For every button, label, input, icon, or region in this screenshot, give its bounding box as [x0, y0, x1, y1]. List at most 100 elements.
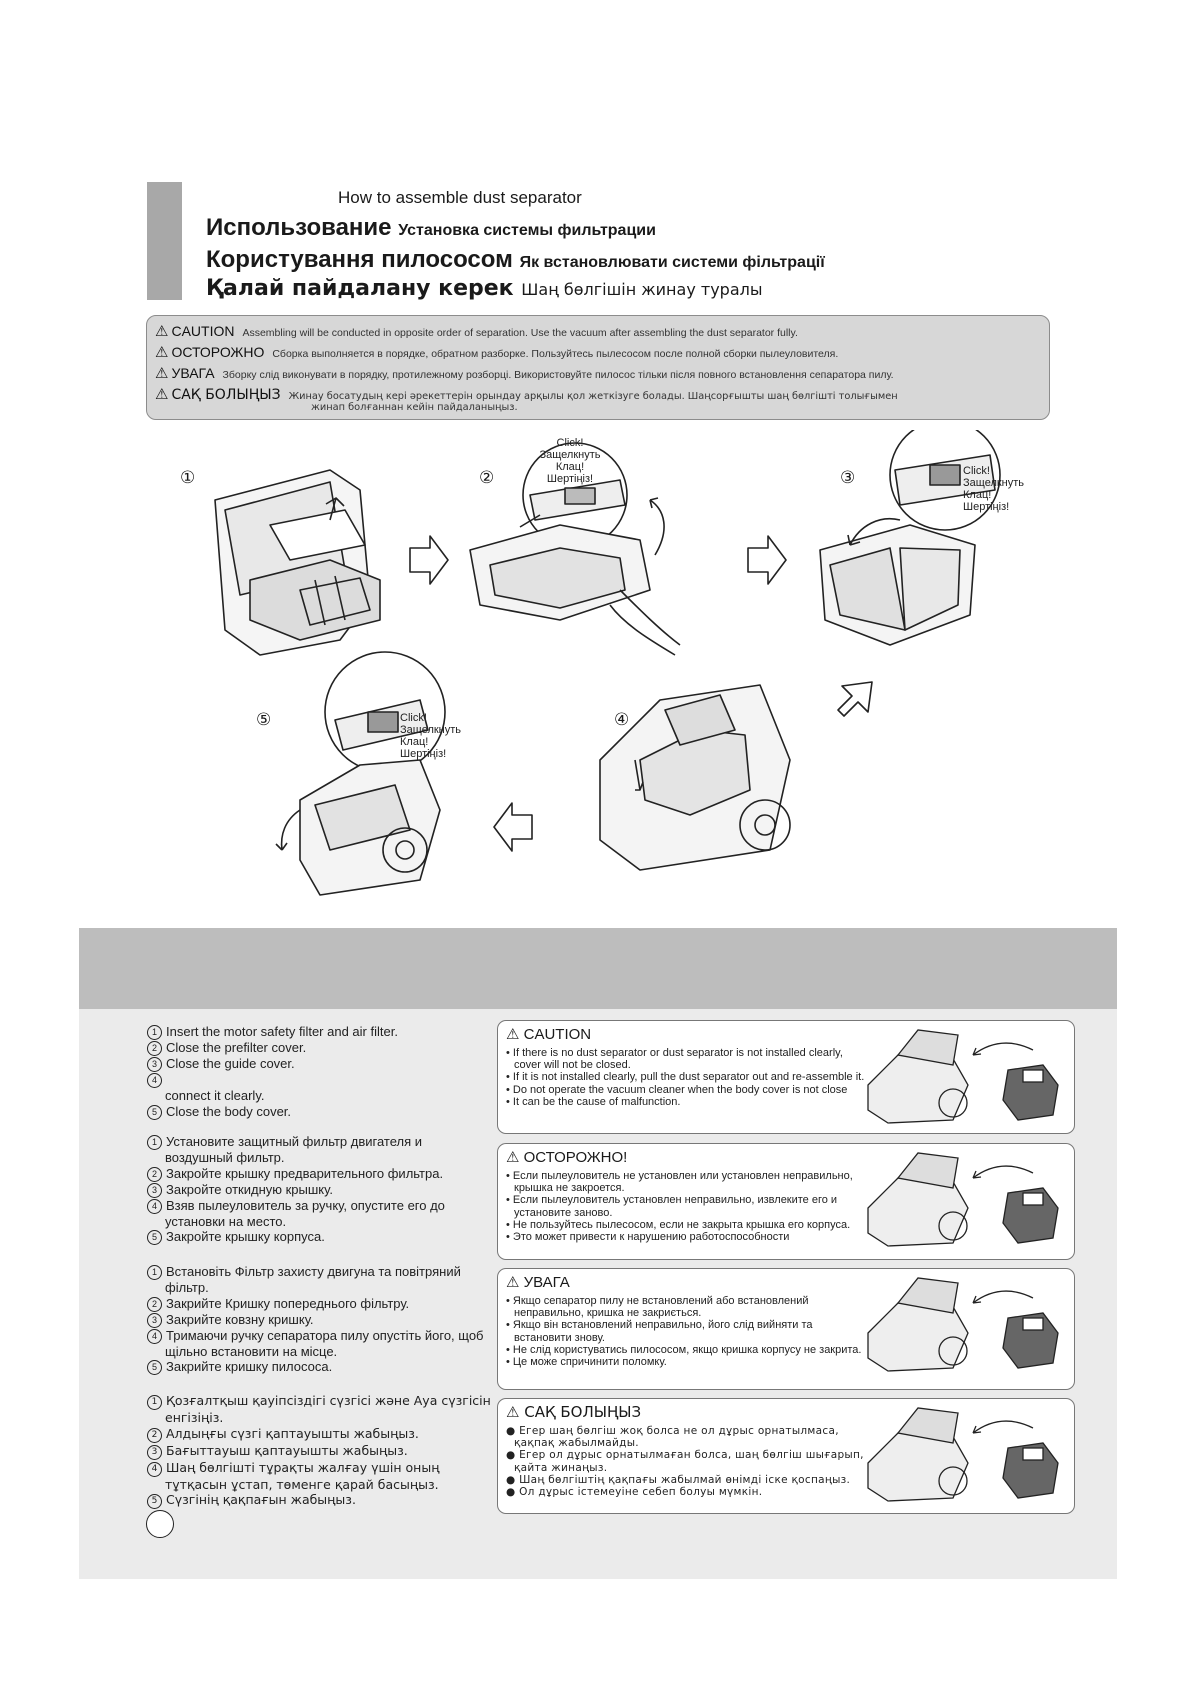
title-ru-main: Использование [206, 214, 392, 241]
item-number: 3 [147, 1445, 162, 1460]
caution-text-uk: Зборку слід виконувати в порядку, протил… [223, 369, 894, 381]
note-item: • Если пылеуловитель установлен неправил… [506, 1194, 871, 1218]
item-text: Close the prefilter cover. [166, 1040, 306, 1055]
vacuum-cover-icon [858, 1403, 1068, 1503]
arrow-left-icon [494, 803, 532, 851]
title-uk-sub: Як встановлювати системи фільтрації [520, 254, 825, 271]
item-text: Закройте крышку корпуса. [166, 1229, 325, 1244]
note-list: ● Егер шаң бөлгіш жоқ болса не ол дұрыс … [506, 1425, 871, 1498]
vacuum-cover-icon [858, 1148, 1068, 1248]
item-text: Insert the motor safety filter and air f… [166, 1024, 398, 1039]
note-label: САҚ БОЛЫҢЫЗ [524, 1403, 641, 1421]
step-number-3: ③ [840, 468, 855, 488]
note-label: ОСТОРОЖНО! [524, 1149, 628, 1166]
note-text: Ол дұрыс істемеуіне себеп болуы мүмкін. [519, 1486, 762, 1498]
note-item: ● Егер шаң бөлгіш жоқ болса не ол дұрыс … [506, 1425, 871, 1449]
note-text: Если пылеуловитель установлен неправильн… [513, 1194, 837, 1218]
note-item: ● Шаң бөлгіштің қақпағы жабылмай өнімді … [506, 1474, 871, 1486]
item-text: Бағыттауыш қаптауышты жабыңыз. [166, 1443, 408, 1458]
list-item: 5 Закрийте кришку пилососа. [147, 1359, 492, 1375]
note-text: Це може спричинити поломку. [513, 1356, 667, 1368]
item-text: Установите защитный фильтр двигателя и в… [165, 1134, 422, 1165]
item-number: 3 [147, 1057, 162, 1072]
item-text: Встановіть Фільтр захисту двигуна та пов… [165, 1264, 461, 1295]
note-text: Егер шаң бөлгіш жоқ болса не ол дұрыс ор… [514, 1425, 839, 1449]
note-text: Не слід користуватись пилососом, якщо кр… [513, 1344, 862, 1356]
note-list: • Якщо сепаратор пилу не встановлений аб… [506, 1295, 871, 1368]
note-item: • Если пылеуловитель не установлен или у… [506, 1170, 871, 1194]
item-number: 4 [147, 1462, 162, 1477]
item-number: 2 [147, 1428, 162, 1443]
note-item: • Это может привести к нарушению работос… [506, 1231, 871, 1243]
click-label-step3: Click! Защелкнуть Клац! Шертіңіз! [963, 465, 1033, 513]
list-item: 5Закройте крышку корпуса. [147, 1229, 492, 1245]
note-text: Егер ол дұрыс орнатылмаған болса, шаң бө… [514, 1449, 864, 1473]
item-text: Закрийте ковзну кришку. [166, 1312, 314, 1327]
click-ru: Защелкнуть [535, 449, 605, 461]
note-text: Do not operate the vacuum cleaner when t… [513, 1084, 847, 1096]
note-text: If it is not installed clearly, pull the… [513, 1071, 864, 1083]
note-item: • Якщо сепаратор пилу не встановлений аб… [506, 1295, 871, 1319]
title-kz-sub: Шаң бөлгішін жинау туралы [521, 280, 762, 299]
title-ru-sub: Установка системы фильтрации [398, 222, 656, 239]
step5-vacuum-icon [276, 652, 445, 895]
item-number: 4 [147, 1073, 162, 1088]
item-number: 5 [147, 1360, 162, 1375]
click-en: Click! [963, 465, 1033, 477]
list-item: 2 Close the prefilter cover. [147, 1040, 492, 1056]
item-text: Шаң бөлгішті тұрақты жалғау үшін оның тұ… [165, 1460, 439, 1492]
click-ru: Защелкнуть [400, 724, 470, 736]
warning-triangle-icon: ⚠ [155, 322, 168, 340]
click-kz: Шертіңіз! [400, 748, 470, 760]
list-item: 5Сүзгінің қақпағын жабыңыз. [147, 1492, 492, 1509]
note-item: • If it is not installed clearly, pull t… [506, 1071, 871, 1083]
item-text: Қозғалтқыш қауіпсіздігі сүзгісі және Ауа… [165, 1393, 491, 1425]
warning-triangle-icon: ⚠ [155, 343, 168, 361]
note-text: Якщо він встановлений неправильно, його … [513, 1319, 813, 1343]
title-kz: Қалай пайдалану керек Шаң бөлгішін жинау… [206, 276, 762, 301]
step-number-5: ⑤ [256, 710, 271, 730]
note-heading: ⚠ УВАГА [506, 1273, 570, 1291]
title-uk-main: Користування пилососом [206, 246, 513, 273]
note-item: • Do not operate the vacuum cleaner when… [506, 1084, 871, 1096]
note-label: УВАГА [524, 1274, 570, 1291]
arrow-down-left-icon [838, 682, 872, 716]
warning-triangle-icon: ⚠ [155, 364, 168, 382]
click-kz: Шертіңіз! [963, 501, 1033, 513]
click-ru: Защелкнуть [963, 477, 1033, 489]
item-number: 4 [147, 1199, 162, 1214]
title-kz-main: Қалай пайдалану керек [206, 276, 514, 301]
header-accent-bar [147, 182, 182, 300]
caution-label-en: CAUTION [171, 323, 234, 339]
note-item: • If there is no dust separator or dust … [506, 1047, 871, 1071]
step-number-2: ② [479, 468, 494, 488]
warning-triangle-icon: ⚠ [506, 1274, 524, 1291]
note-heading: ⚠ CAUTION [506, 1025, 591, 1043]
item-text: Close the body cover. [166, 1104, 291, 1119]
item-number: 4 [147, 1329, 162, 1344]
step1-vacuum-icon [215, 470, 380, 655]
note-text: Не пользуйтесь пылесосом, если не закрыт… [513, 1219, 850, 1231]
item-number: 2 [147, 1041, 162, 1056]
step-number-1: ① [180, 468, 195, 488]
list-item: 4 [147, 1072, 492, 1088]
item-number: 1 [147, 1395, 162, 1410]
note-item: • Не слід користуватись пилососом, якщо … [506, 1344, 871, 1356]
list-item: 3Закройте откидную крышку. [147, 1182, 492, 1198]
list-item: 2Алдыңғы сүзгі қаптауышты жабыңыз. [147, 1426, 492, 1443]
warning-triangle-icon: ⚠ [506, 1149, 524, 1166]
item-number: 2 [147, 1167, 162, 1182]
note-box-uk: ⚠ УВАГА • Якщо сепаратор пилу не встанов… [497, 1268, 1075, 1390]
item-text: Закрийте кришку пилососа. [166, 1359, 332, 1374]
note-item: • Якщо він встановлений неправильно, йог… [506, 1319, 871, 1343]
arrow-right-icon [748, 536, 786, 584]
warning-triangle-icon: ⚠ [506, 1403, 524, 1421]
